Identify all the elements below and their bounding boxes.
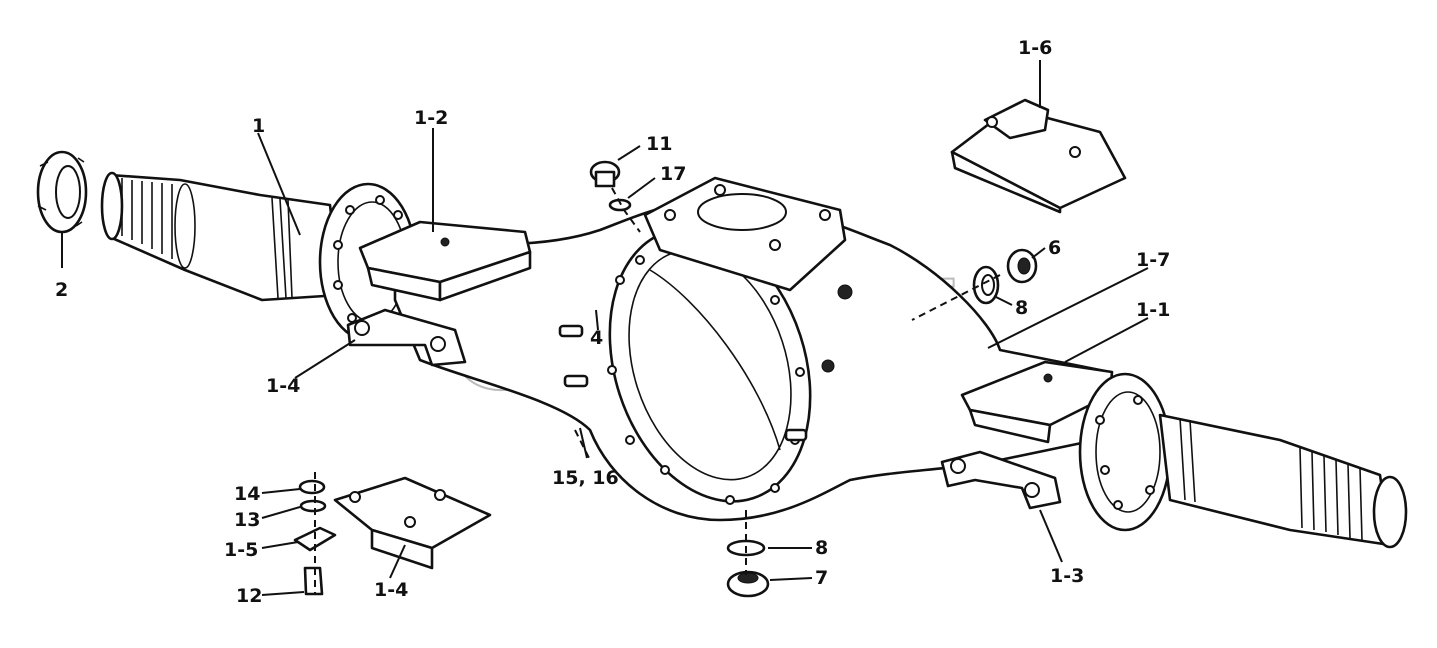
leader-1-4-detail [389,544,406,579]
part-1-4-detail-seat [333,476,492,550]
breather-assembly-line [611,187,641,233]
right-flange [1078,372,1172,532]
leader-11 [617,145,641,161]
leader-1-5 [261,541,299,549]
part-8-gasket-top [972,265,1000,305]
part-2-nut [36,150,88,234]
callout-1-6: 1-6 [1018,37,1052,59]
stud-assembly-line [574,429,591,461]
callout-11: 11 [646,133,672,155]
callout-13: 13 [234,509,260,531]
part-6-plug [1006,248,1038,284]
leader-12 [261,591,305,596]
callout-17: 17 [660,163,686,185]
leader-7 [769,577,813,581]
part-1-3-lower-seat-right [940,450,1062,510]
leader-14 [261,488,301,494]
part-11-breather [589,160,621,188]
leader-1-1 [1064,317,1149,363]
leader-1-3 [1039,509,1063,563]
leader-6 [1031,247,1046,259]
leader-17 [627,177,656,199]
callout-8-bottom: 8 [815,537,828,559]
part-1-4-lower-seat-left [346,308,467,367]
leader-1-4 [294,339,356,379]
part-13-washer [299,499,327,513]
left-spindle [100,171,342,302]
part-12-bolt [303,566,324,596]
right-spindle [1158,413,1408,549]
part-14-nut [298,479,326,495]
leader-4 [595,309,599,331]
part-1-2-spring-seat [358,220,532,302]
callout-14: 14 [234,483,260,505]
callout-15-16: 15, 16 [552,467,619,489]
callout-1-4-left: 1-4 [266,375,300,397]
callout-1-5: 1-5 [224,539,258,561]
callout-7: 7 [815,567,828,589]
detail-fastener-stack [293,476,492,596]
part-7-drain-plug [726,570,770,598]
plug-assembly-line [911,274,1001,321]
leader-15-16 [579,427,588,459]
leader-13 [261,506,301,519]
callout-8-top: 8 [1015,297,1028,319]
callout-2: 2 [55,279,68,301]
callout-1-3: 1-3 [1050,565,1084,587]
axle-housing-body [393,199,1122,522]
callout-1: 1 [252,115,265,137]
callout-6: 6 [1048,237,1061,259]
callout-1-2: 1-2 [414,107,448,129]
housing-top-flange [643,176,847,292]
part-1-6-bracket [950,98,1127,214]
callout-1-1: 1-1 [1136,299,1170,321]
leader-1 [257,132,301,236]
part-17-washer [608,198,632,212]
callout-1-4-detail: 1-4 [374,579,408,601]
leader-8-top [993,295,1013,306]
callout-1-7: 1-7 [1136,249,1170,271]
callout-4: 4 [590,327,603,349]
callout-12: 12 [236,585,262,607]
leader-1-7 [987,267,1149,349]
